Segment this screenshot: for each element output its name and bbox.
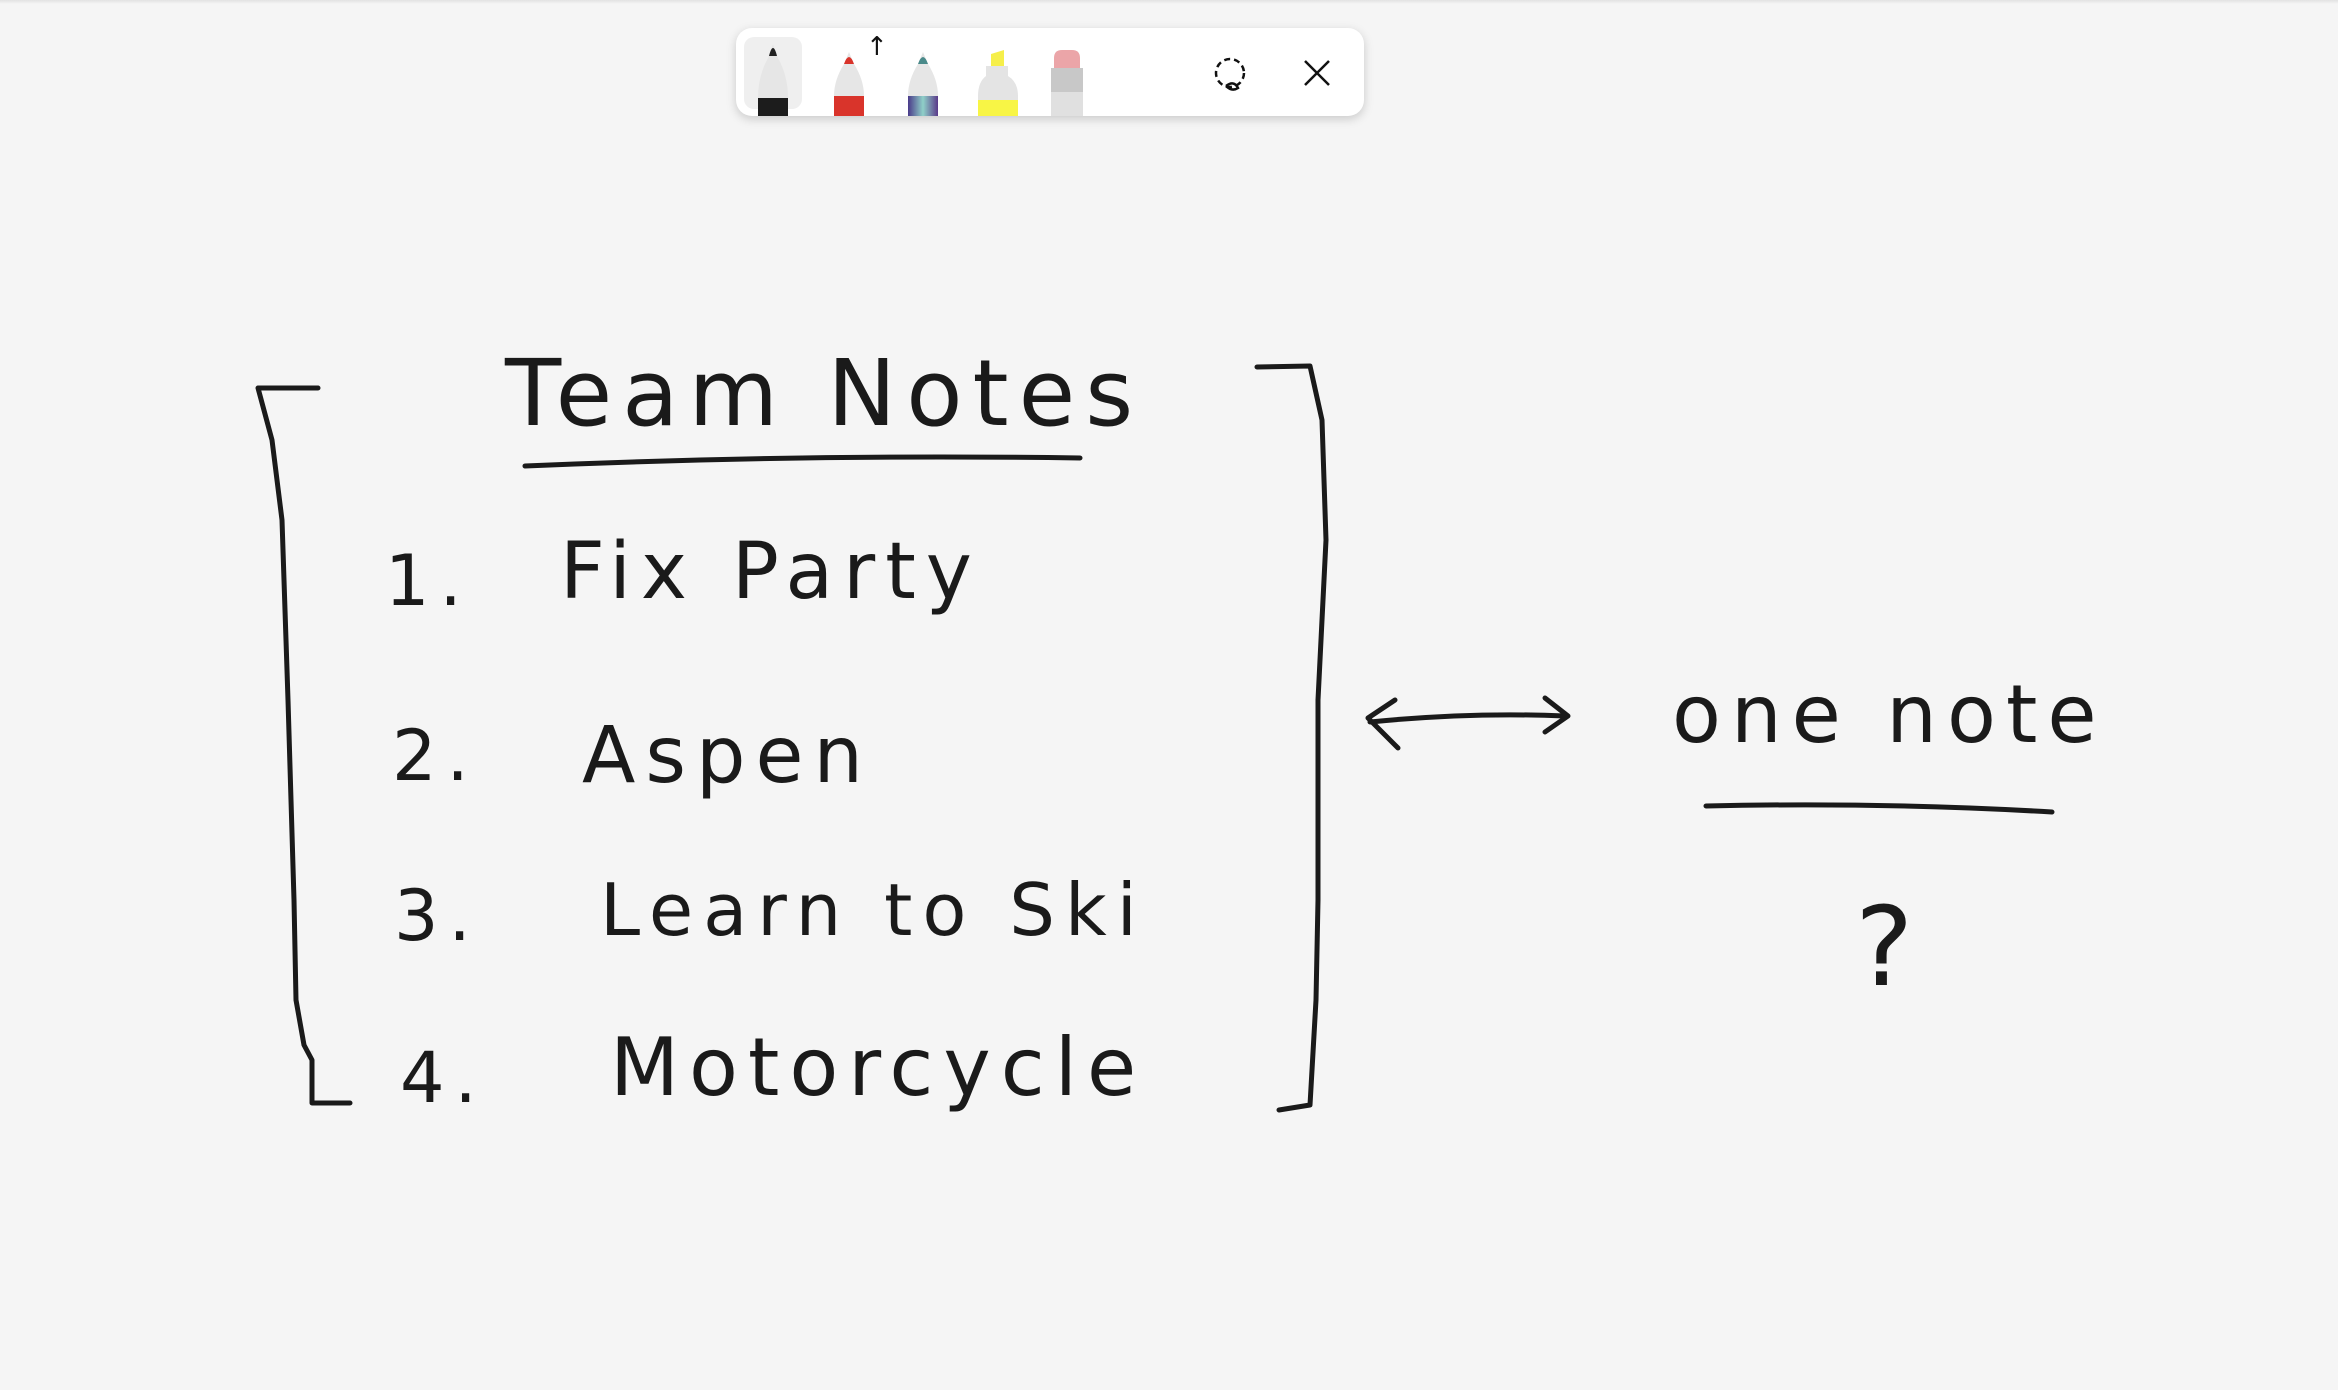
list-item-3: Learn to Ski <box>600 868 1147 952</box>
list-number-4: 4. <box>400 1037 487 1119</box>
list-number-3: 3. <box>394 875 481 957</box>
question-mark: ? <box>1855 883 1923 1011</box>
left-bracket <box>255 385 353 1106</box>
eraser-tool[interactable] <box>1050 50 1084 116</box>
red-pen-tool[interactable] <box>832 44 866 116</box>
list-number-1: 1. <box>385 540 472 622</box>
title-underline <box>522 454 1083 469</box>
black-pen-tool[interactable] <box>756 36 790 116</box>
page-title: Team Notes <box>504 340 1143 447</box>
window-top-edge <box>0 0 2338 4</box>
right-bracket <box>1254 363 1329 1113</box>
list-number-2: 2. <box>392 715 479 797</box>
highlighter-tool[interactable] <box>976 50 1020 116</box>
list-item-4: Motorcycle <box>610 1021 1146 1114</box>
right-label: one note <box>1672 668 2107 761</box>
double-arrow <box>1365 695 1571 751</box>
ink-toolbar: ↑ <box>736 28 1364 116</box>
arrow-up-icon: ↑ <box>866 32 888 62</box>
right-label-underline <box>1703 802 2055 815</box>
galaxy-pen-tool[interactable] <box>906 44 940 116</box>
list-item-1: Fix Party <box>560 527 982 617</box>
lasso-select-icon[interactable] <box>1212 56 1252 96</box>
list-item-2: Aspen <box>582 711 873 801</box>
close-icon[interactable] <box>1302 58 1332 88</box>
